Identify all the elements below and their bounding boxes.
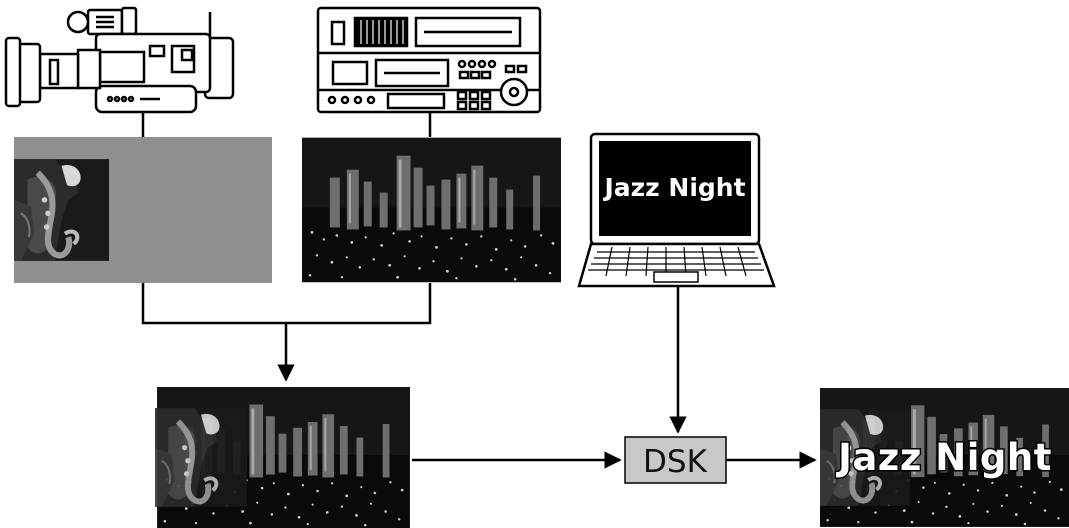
mix-connector [141, 283, 432, 382]
video-camera-icon [4, 6, 235, 114]
laptop-screen-title: Jazz Night [602, 173, 745, 202]
camera-source-frame [14, 137, 272, 283]
output-overlay-title: Jazz Night [835, 436, 1052, 479]
dsk-label: DSK [643, 444, 708, 480]
vtr-deck-icon [316, 6, 542, 114]
dsk-box: DSK [624, 436, 727, 484]
mixed-program-frame [155, 387, 410, 528]
vtr-source-frame [302, 137, 561, 283]
output-frame: Jazz Night [820, 388, 1069, 527]
laptop-icon: Jazz Night [577, 132, 776, 288]
